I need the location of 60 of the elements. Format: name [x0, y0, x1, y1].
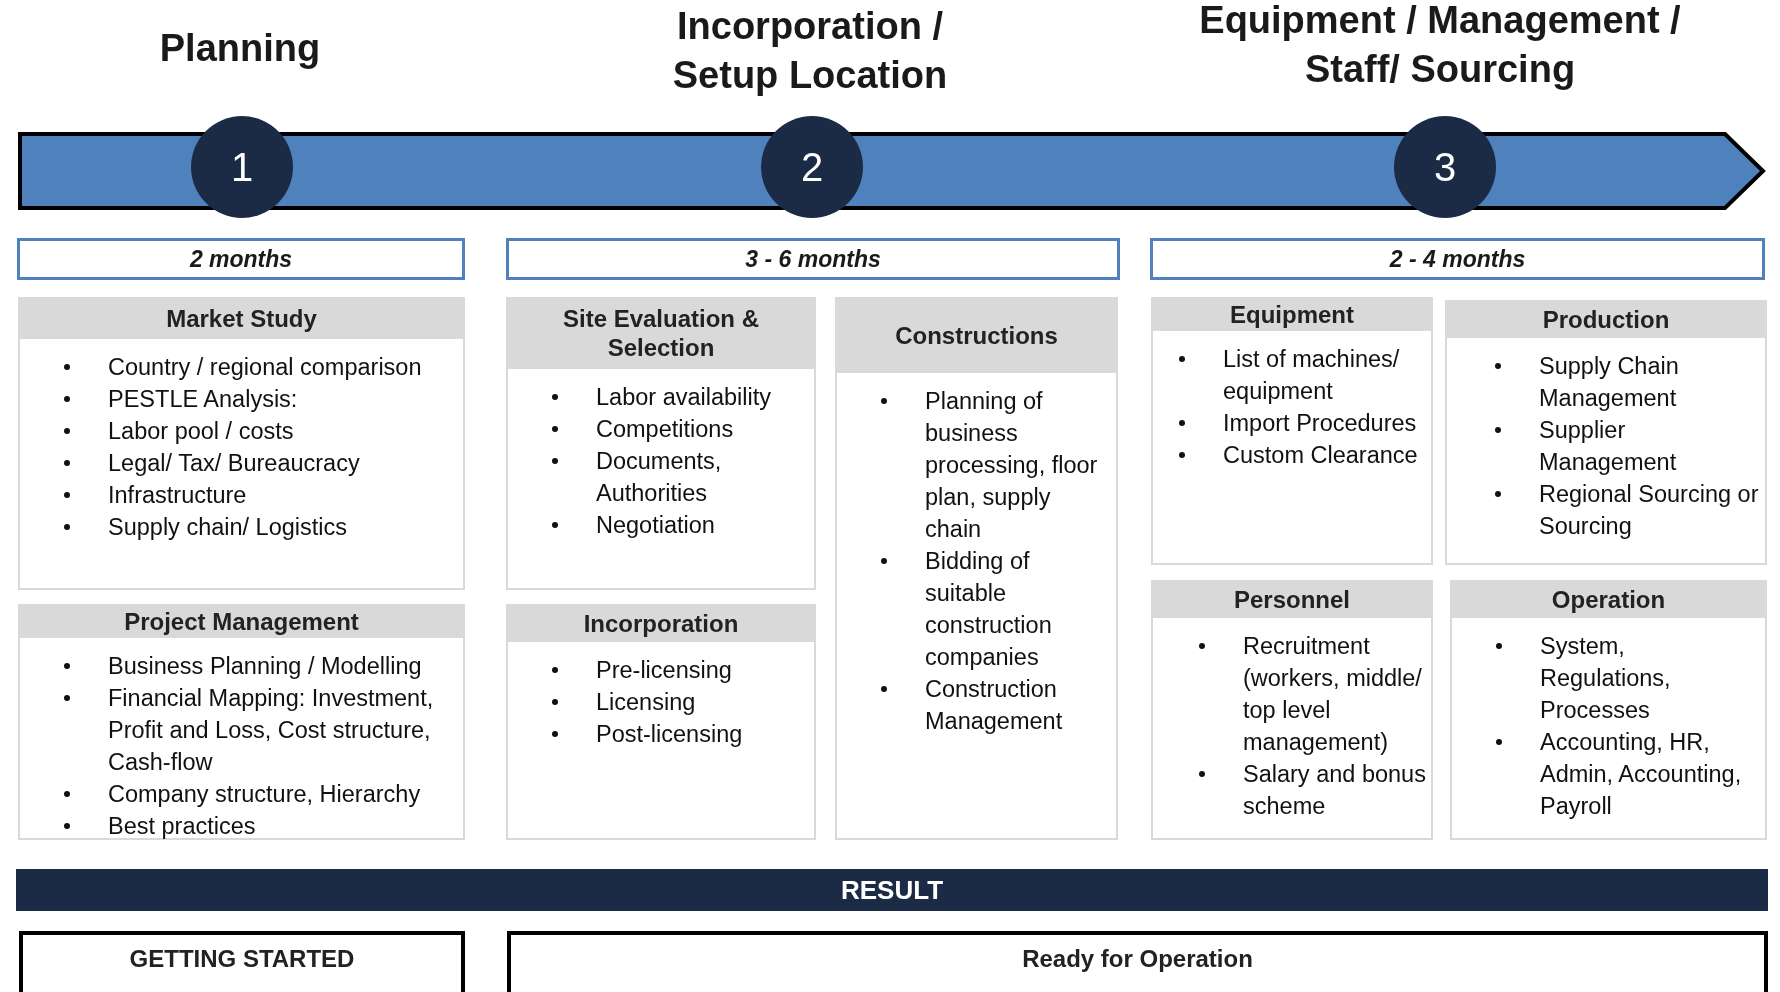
bullet-item: Custom Clearance	[1223, 439, 1427, 471]
card-heading: Market Study	[20, 299, 463, 339]
bullet-item: Supply chain/ Logistics	[108, 511, 459, 543]
card-heading: Site Evaluation & Selection	[508, 299, 814, 369]
bullet-item: Bidding of suitable construction companies	[925, 545, 1112, 673]
duration-box: 3 - 6 months	[506, 238, 1120, 280]
info-card	[506, 604, 816, 840]
info-card	[18, 604, 465, 840]
bullet-item: Supplier Management	[1539, 414, 1761, 478]
bullet-item: Planning of business processing, floor plan, supply chain	[925, 385, 1112, 545]
card-heading: Operation	[1452, 582, 1765, 618]
bullet-item: Infrastructure	[108, 479, 459, 511]
bullet-item: PESTLE Analysis:	[108, 383, 459, 415]
bullet-item: Labor pool / costs	[108, 415, 459, 447]
card-heading: Equipment	[1153, 299, 1431, 331]
duration-box: 2 months	[17, 238, 465, 280]
info-card	[835, 297, 1118, 840]
bullet-item: Salary and bonus scheme	[1243, 758, 1427, 822]
bullet-item: Import Procedures	[1223, 407, 1427, 439]
card-heading: Project Management	[20, 606, 463, 638]
result-bar: RESULT	[16, 869, 1768, 911]
outcome-box: GETTING STARTED	[19, 931, 465, 992]
outcome-box: Ready for Operation	[507, 931, 1768, 992]
bullet-item: Accounting, HR, Admin, Accounting, Payroll	[1540, 726, 1761, 822]
bullet-item: Country / regional comparison	[108, 351, 459, 383]
card-heading: Incorporation	[508, 606, 814, 642]
bullet-item: Post-licensing	[596, 718, 810, 750]
bullet-item: Pre-licensing	[596, 654, 810, 686]
bullet-item: List of machines/ equipment	[1223, 343, 1427, 407]
step-number-circle: 1	[191, 116, 293, 218]
phase-title: Planning	[158, 26, 322, 71]
card-heading: Personnel	[1153, 582, 1431, 618]
duration-box: 2 - 4 months	[1150, 238, 1765, 280]
bullet-item: Financial Mapping: Investment, Profit and Loss, Cost structure, Cash-flow	[108, 682, 459, 778]
phase-title: Incorporation / Setup Location	[671, 4, 949, 99]
bullet-item: Recruitment (workers, middle/ top level management)	[1243, 630, 1427, 758]
bullet-item: Documents, Authorities	[596, 445, 810, 509]
bullet-item: Negotiation	[596, 509, 810, 541]
step-number-circle: 3	[1394, 116, 1496, 218]
bullet-item: Legal/ Tax/ Bureaucracy	[108, 447, 459, 479]
bullet-item: Company structure, Hierarchy	[108, 778, 459, 810]
info-card	[1445, 300, 1767, 565]
bullet-item: Regional Sourcing or Sourcing	[1539, 478, 1761, 542]
bullet-item: System, Regulations, Processes	[1540, 630, 1761, 726]
card-heading: Constructions	[837, 299, 1116, 373]
bullet-item: Best practices	[108, 810, 459, 842]
phase-title: Equipment / Management / Staff/ Sourcing	[1198, 0, 1682, 93]
info-card	[506, 297, 816, 590]
bullet-item: Business Planning / Modelling	[108, 650, 459, 682]
bullet-item: Supply Chain Management	[1539, 350, 1761, 414]
bullet-item: Licensing	[596, 686, 810, 718]
info-card	[1151, 580, 1433, 840]
bullet-item: Construction Management	[925, 673, 1112, 737]
info-card	[1450, 580, 1767, 840]
bullet-item: Labor availability	[596, 381, 810, 413]
card-heading: Production	[1447, 302, 1765, 338]
bullet-item: Competitions	[596, 413, 810, 445]
info-card	[18, 297, 465, 590]
step-number-circle: 2	[761, 116, 863, 218]
info-card	[1151, 297, 1433, 565]
